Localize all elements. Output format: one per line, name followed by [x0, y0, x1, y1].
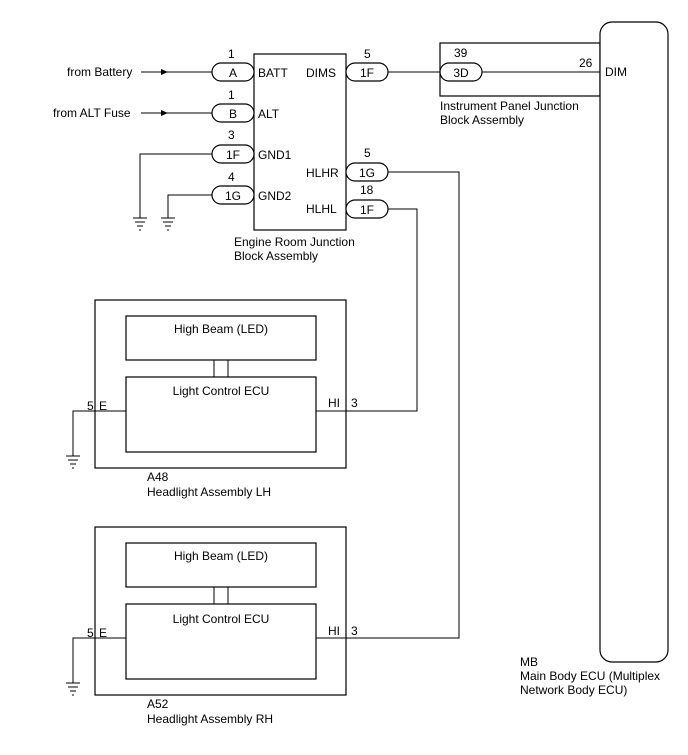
headlight-lh-hi-pin: 3 — [351, 396, 358, 410]
main-body-ecu-name-2: Network Body ECU) — [520, 683, 627, 697]
from-battery-label: from Battery — [67, 65, 132, 79]
headlight-rh-name: Headlight Assembly RH — [147, 712, 273, 726]
main-body-ecu-terminal-label: DIM — [605, 65, 627, 79]
hlhl-pin: 18 — [360, 183, 374, 197]
hlhr-wire — [346, 171, 460, 639]
gnd2-ground-symbol — [161, 217, 175, 231]
gnd1-connector-label: 1F — [226, 148, 240, 162]
ip-jb-connector-label: 3D — [453, 66, 469, 80]
gnd2-connector-label: 1G — [225, 189, 241, 203]
batt-pin: 1 — [228, 47, 235, 61]
alt-connector-label: B — [229, 107, 237, 121]
main-body-ecu-name-1: Main Body ECU (Multiplex — [520, 669, 660, 683]
gnd2-wire — [167, 194, 212, 218]
gnd1-ground-symbol — [133, 217, 147, 231]
headlight-lh-ecu-box — [125, 376, 317, 453]
main-body-ecu-pin: 26 — [579, 56, 593, 70]
gnd2-terminal-label: GND2 — [258, 189, 292, 203]
engine-room-jb-name-1: Engine Room Junction — [234, 235, 355, 249]
headlight-lh-ecu-label: Light Control ECU — [173, 384, 270, 398]
headlight-lh-hi-label: HI — [328, 396, 340, 410]
headlight-lh-ground-symbol — [66, 455, 80, 469]
ip-jb-pin: 39 — [454, 46, 468, 60]
alt-connector — [211, 103, 255, 123]
headlight-rh-e-pin: 5 — [87, 626, 94, 640]
engine-room-jb-box — [253, 53, 347, 231]
headlight-lh-e-pin: 5 — [87, 399, 94, 413]
headlight-rh-hi-pin: 3 — [351, 624, 358, 638]
hlhr-connector-label: 1G — [359, 166, 375, 180]
headlight-rh-ecu-label: Light Control ECU — [173, 612, 270, 626]
batt-terminal-label: BATT — [258, 66, 288, 80]
hlhr-pin: 5 — [364, 146, 371, 160]
headlight-lh-e-label: E — [99, 399, 107, 413]
dims-connector-label: 1F — [360, 66, 374, 80]
alt-terminal-label: ALT — [258, 107, 280, 121]
headlight-rh-high-beam-label: High Beam (LED) — [174, 549, 268, 563]
headlight-rh-e-label: E — [99, 626, 107, 640]
hlhl-connector-label: 1F — [360, 203, 374, 217]
alt-pin: 1 — [228, 88, 235, 102]
main-body-ecu-code: MB — [520, 655, 538, 669]
engine-room-jb-name-2: Block Assembly — [234, 249, 318, 263]
headlight-lh-ground-wire — [72, 410, 95, 456]
gnd1-wire — [139, 153, 212, 218]
gnd2-pin: 4 — [228, 170, 235, 184]
batt-connector — [211, 62, 255, 82]
headlight-lh-high-beam-label: High Beam (LED) — [174, 322, 268, 336]
headlight-rh-high-beam-box — [125, 542, 317, 588]
dims-terminal-label: DIMS — [306, 66, 336, 80]
ip-jb-name-2: Block Assembly — [440, 113, 524, 127]
gnd1-pin: 3 — [228, 128, 235, 142]
headlight-lh-high-beam-box — [125, 315, 317, 361]
hlhr-terminal-label: HLHR — [306, 166, 339, 180]
hlhl-wire — [346, 208, 418, 412]
gnd1-terminal-label: GND1 — [258, 148, 292, 162]
main-body-ecu-box — [599, 21, 669, 663]
headlight-rh-ecu-box — [125, 603, 317, 680]
headlight-rh-ground-wire — [72, 637, 95, 683]
batt-connector-label: A — [229, 66, 237, 80]
hlhl-terminal-label: HLHL — [306, 202, 337, 216]
headlight-rh-ground-symbol — [66, 682, 80, 696]
ip-jb-name-1: Instrument Panel Junction — [440, 99, 579, 113]
headlight-rh-code: A52 — [147, 697, 169, 711]
headlight-lh-name: Headlight Assembly LH — [147, 485, 271, 499]
headlight-lh-code: A48 — [147, 470, 169, 484]
dims-pin: 5 — [364, 47, 371, 61]
from-alt-fuse-label: from ALT Fuse — [53, 106, 131, 120]
headlight-rh-hi-label: HI — [328, 624, 340, 638]
